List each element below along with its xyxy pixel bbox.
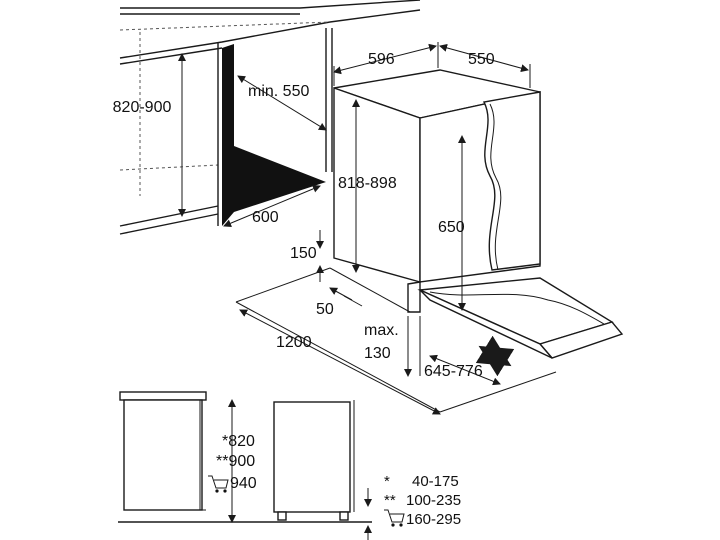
shopping-cart-icon: [208, 475, 229, 493]
dimension-lines: [178, 42, 531, 415]
legend-value-2: 100-235: [406, 492, 461, 509]
label-door-height: 650: [438, 219, 465, 236]
niche-side-panel: [222, 44, 326, 226]
legend-mark-2: **: [384, 492, 396, 509]
double-arrow-icon: [475, 335, 515, 377]
label-plinth-gap: 150: [290, 245, 317, 262]
label-niche-height: 820-900: [113, 99, 172, 116]
label-plinth-depth: 50: [316, 301, 334, 318]
label-floor-clearance: 1200: [276, 334, 312, 351]
side-height-900: **900: [216, 453, 255, 470]
label-appliance-depth: 550: [468, 51, 495, 68]
label-niche-width: 600: [252, 209, 279, 226]
legend-value-1: 40-175: [412, 473, 459, 490]
label-appliance-width: 596: [368, 51, 395, 68]
side-view: [118, 391, 372, 540]
label-max-value: 130: [364, 345, 391, 362]
label-appliance-height: 818-898: [338, 175, 397, 192]
side-height-820: *820: [222, 433, 255, 450]
legend-mark-1: *: [384, 473, 390, 490]
open-door: [417, 277, 624, 359]
label-max: max.: [364, 322, 399, 339]
cabinet-niche: [119, 0, 421, 235]
shopping-cart-icon: [384, 509, 405, 527]
legend-value-3: 160-295: [406, 511, 461, 528]
side-height-940: 940: [230, 475, 257, 492]
label-door-swing: 645-776: [424, 363, 483, 380]
label-min-depth: min. 550: [248, 83, 309, 100]
